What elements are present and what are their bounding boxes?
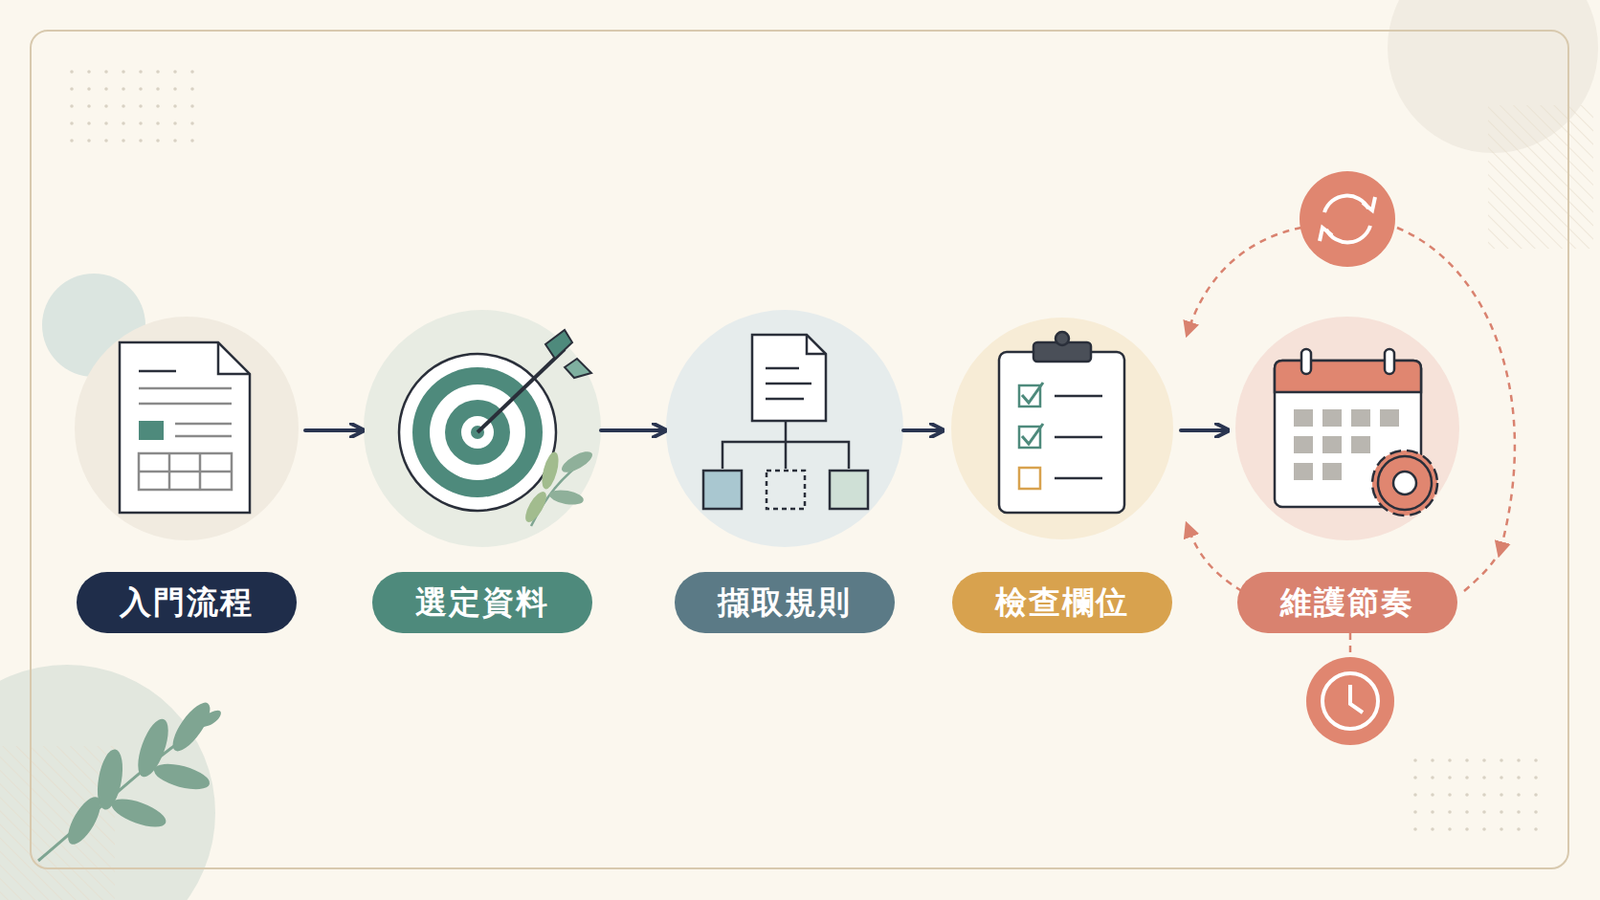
step-node: 擷取規則 bbox=[671, 316, 898, 634]
step-node: 檢查欄位 bbox=[949, 316, 1176, 634]
frame bbox=[30, 30, 1569, 869]
calendar-cell bbox=[1379, 409, 1400, 427]
calendar-cell bbox=[1322, 436, 1342, 454]
step-node: 入門流程 bbox=[73, 316, 300, 634]
gear-icon bbox=[1372, 450, 1438, 516]
clock-icon bbox=[1306, 657, 1395, 746]
step-node: 維護節奏 bbox=[1234, 316, 1461, 634]
flow-arrow bbox=[1180, 428, 1227, 433]
flow-arrow bbox=[305, 428, 362, 433]
calendar-cell bbox=[1322, 409, 1342, 427]
deco-circle bbox=[0, 665, 216, 900]
flow-arrow bbox=[903, 428, 942, 433]
checklist-icon bbox=[999, 332, 1125, 513]
calendar-cell bbox=[1293, 463, 1313, 481]
step-label-pill: 入門流程 bbox=[76, 572, 297, 634]
calendar-cell bbox=[1322, 463, 1342, 481]
calendar-cell bbox=[1293, 436, 1313, 454]
icon-backdrop bbox=[1235, 316, 1460, 541]
step-label: 擷取規則 bbox=[717, 581, 852, 625]
icon-backdrop bbox=[363, 310, 601, 548]
document-icon bbox=[119, 342, 250, 513]
target-icon bbox=[399, 330, 596, 527]
step-label: 維護節奏 bbox=[1280, 581, 1415, 625]
refresh-icon bbox=[1299, 171, 1396, 267]
step-label-pill: 檢查欄位 bbox=[952, 572, 1173, 634]
deco-dots bbox=[59, 61, 203, 153]
step-label: 檢查欄位 bbox=[995, 581, 1130, 625]
cycle-loop bbox=[1188, 227, 1515, 657]
step-label-pill: 擷取規則 bbox=[674, 572, 895, 634]
deco-hatch bbox=[1488, 105, 1594, 249]
icon-backdrop bbox=[951, 317, 1174, 540]
step-label: 選定資料 bbox=[415, 581, 550, 625]
calendar-cell bbox=[1351, 436, 1371, 454]
calendar-icon bbox=[1274, 349, 1422, 508]
step-label: 入門流程 bbox=[119, 581, 254, 625]
step-label-pill: 維護節奏 bbox=[1237, 572, 1458, 634]
hierarchy-icon bbox=[703, 334, 868, 510]
icon-backdrop bbox=[74, 316, 299, 541]
step-node: 選定資料 bbox=[369, 316, 596, 634]
deco-dots bbox=[1404, 755, 1539, 843]
calendar-cell bbox=[1293, 409, 1313, 427]
deco-hatch bbox=[0, 746, 115, 900]
flow-arrow bbox=[600, 428, 665, 433]
leaf-branch bbox=[38, 697, 222, 862]
icon-backdrop bbox=[666, 310, 904, 548]
step-label-pill: 選定資料 bbox=[372, 572, 593, 634]
calendar-cell bbox=[1351, 409, 1371, 427]
